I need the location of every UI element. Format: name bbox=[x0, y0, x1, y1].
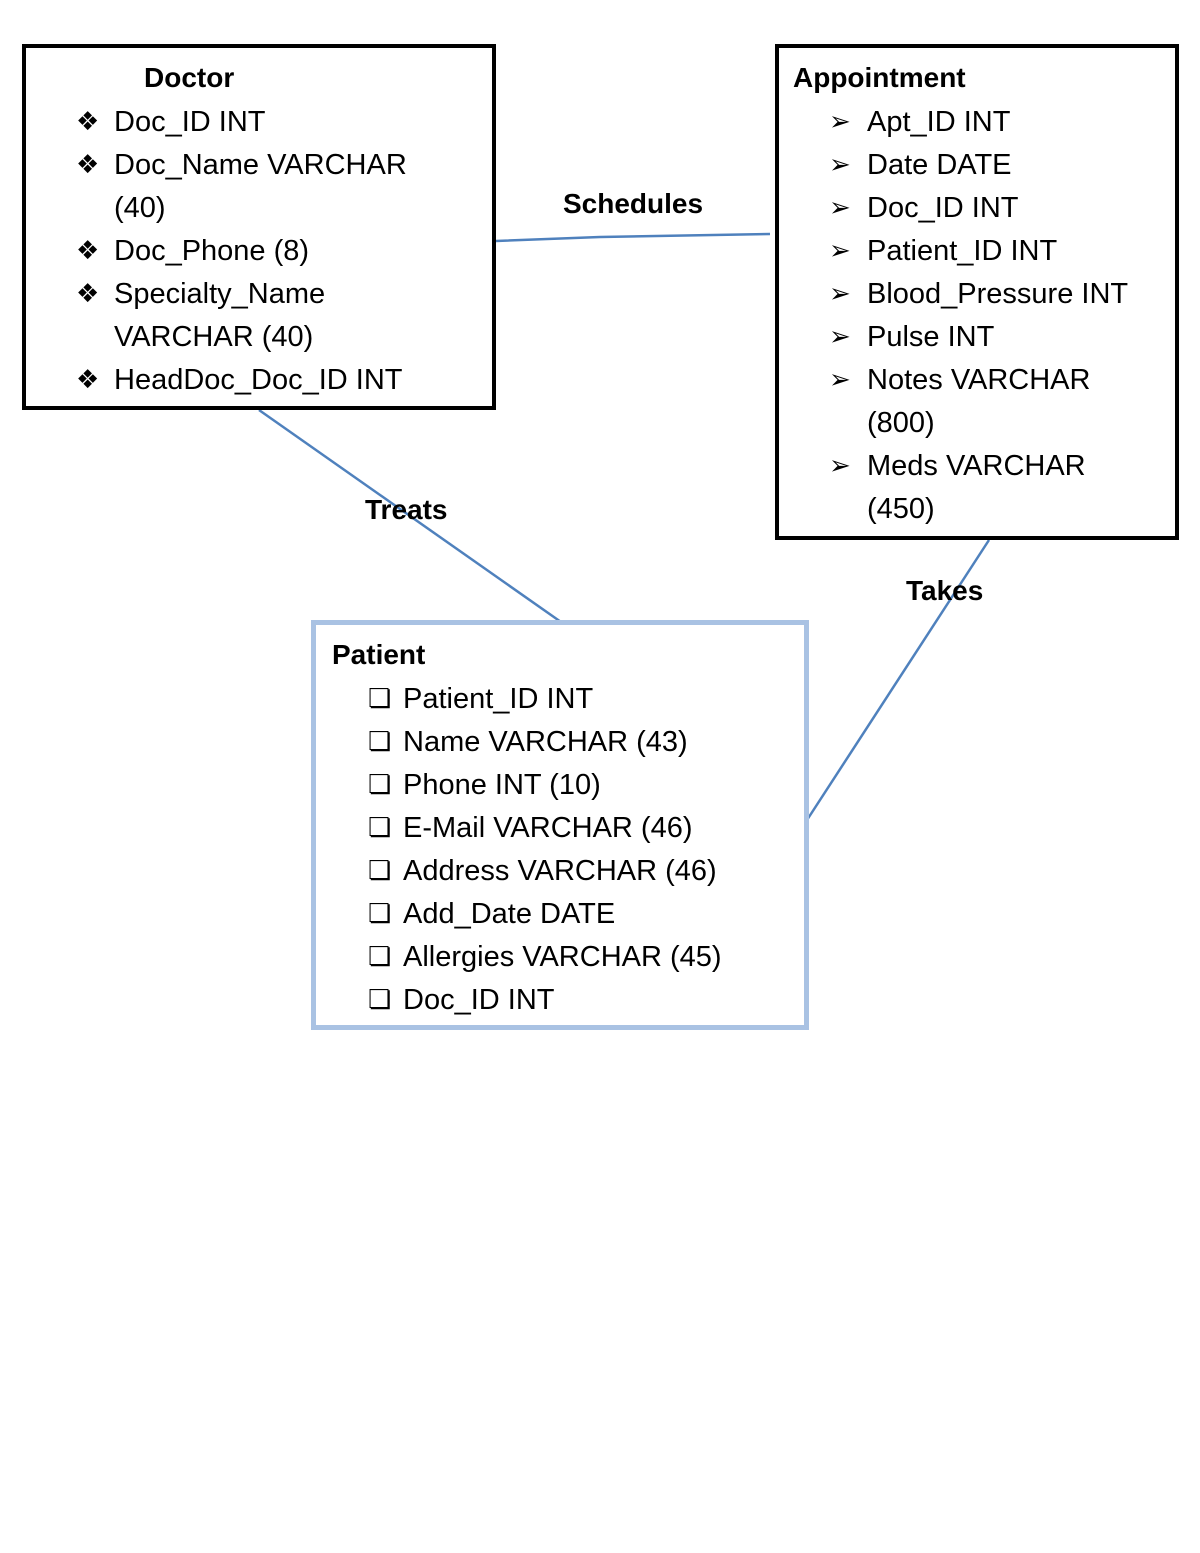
attribute-text: HeadDoc_Doc_ID INT bbox=[114, 364, 403, 396]
arrow-bullet-icon: ➢ bbox=[829, 451, 851, 481]
diamond-bullet-icon: ❖ bbox=[76, 150, 100, 180]
patient-attributes: ❏ Patient_ID INT ❏ Name VARCHAR (43) ❏ Phon… bbox=[368, 678, 722, 1022]
attribute-item: ➢ Doc_ID INT bbox=[829, 187, 1128, 230]
attribute-text: Patient_ID INT bbox=[867, 235, 1058, 267]
attribute-item: ➢ Apt_ID INT bbox=[829, 101, 1128, 144]
attribute-item: ❏ Patient_ID INT bbox=[368, 678, 722, 721]
attribute-item: ❏ E-Mail VARCHAR (46) bbox=[368, 807, 722, 850]
arrow-bullet-icon: ➢ bbox=[829, 150, 851, 180]
attribute-item: ➢ Date DATE bbox=[829, 144, 1128, 187]
attribute-text: Blood_Pressure INT bbox=[867, 278, 1129, 310]
checkbox-bullet-icon: ❏ bbox=[368, 856, 392, 886]
attribute-text: Patient_ID INT bbox=[403, 683, 594, 715]
attribute-item: ➢ Blood_Pressure INT bbox=[829, 273, 1128, 316]
diamond-bullet-icon: ❖ bbox=[76, 365, 100, 395]
arrow-bullet-icon: ➢ bbox=[829, 107, 851, 137]
schedules-label: Schedules bbox=[563, 188, 704, 219]
attribute-item: ❏ Name VARCHAR (43) bbox=[368, 721, 722, 764]
attribute-item: ❖ Doc_Phone (8) bbox=[76, 230, 407, 273]
attribute-text: Address VARCHAR (46) bbox=[403, 855, 717, 887]
appointment-entity: Appointment ➢ Apt_ID INT ➢ Date DATE ➢ Doc_… bbox=[775, 44, 1179, 540]
arrow-bullet-icon: ➢ bbox=[829, 322, 851, 352]
attribute-item: ➢ Notes VARCHAR (800) bbox=[829, 359, 1128, 445]
checkbox-bullet-icon: ❏ bbox=[368, 942, 392, 972]
doctor-attributes: ❖ Doc_ID INT ❖ Doc_Name VARCHAR (40) ❖ Doc_… bbox=[76, 101, 407, 402]
arrow-bullet-icon: ➢ bbox=[829, 193, 851, 223]
attribute-text: Phone INT (10) bbox=[403, 769, 601, 801]
patient-entity: Patient ❏ Patient_ID INT ❏ Name VARCHAR (4… bbox=[311, 620, 809, 1030]
attribute-item: ❏ Address VARCHAR (46) bbox=[368, 850, 722, 893]
attribute-text: Allergies VARCHAR (45) bbox=[403, 941, 722, 973]
appointment-attributes: ➢ Apt_ID INT ➢ Date DATE ➢ Doc_ID INT ➢ Pati… bbox=[829, 101, 1128, 531]
treats-label: Treats bbox=[365, 494, 448, 525]
attribute-item: ❏ Doc_ID INT bbox=[368, 979, 722, 1022]
diamond-bullet-icon: ❖ bbox=[76, 236, 100, 266]
takes-connector bbox=[805, 539, 991, 821]
attribute-text: Doc_ID INT bbox=[403, 984, 555, 1016]
attribute-text: Doc_ID INT bbox=[867, 192, 1019, 224]
attribute-text: Date DATE bbox=[867, 149, 1012, 181]
takes-label: Takes bbox=[906, 575, 984, 606]
attribute-item: ❏ Add_Date DATE bbox=[368, 893, 722, 936]
arrow-bullet-icon: ➢ bbox=[829, 236, 851, 266]
patient-title: Patient bbox=[332, 639, 426, 670]
attribute-item: ❖ Specialty_Name VARCHAR (40) bbox=[76, 273, 407, 359]
attribute-item: ❏ Allergies VARCHAR (45) bbox=[368, 936, 722, 979]
attribute-text: Meds VARCHAR (450) bbox=[867, 450, 1086, 525]
attribute-text: Apt_ID INT bbox=[867, 106, 1011, 138]
treats-connector bbox=[258, 408, 562, 624]
appointment-title: Appointment bbox=[793, 62, 966, 93]
arrow-bullet-icon: ➢ bbox=[829, 279, 851, 309]
schedules-connector bbox=[495, 232, 771, 243]
checkbox-bullet-icon: ❏ bbox=[368, 770, 392, 800]
attribute-text: E-Mail VARCHAR (46) bbox=[403, 812, 693, 844]
attribute-item: ➢ Meds VARCHAR (450) bbox=[829, 445, 1128, 531]
attribute-item: ❏ Phone INT (10) bbox=[368, 764, 722, 807]
attribute-text: Pulse INT bbox=[867, 321, 995, 353]
attribute-item: ➢ Patient_ID INT bbox=[829, 230, 1128, 273]
arrow-bullet-icon: ➢ bbox=[829, 365, 851, 395]
attribute-item: ❖ Doc_ID INT bbox=[76, 101, 407, 144]
attribute-text: Doc_ID INT bbox=[114, 106, 266, 138]
attribute-item: ❖ HeadDoc_Doc_ID INT bbox=[76, 359, 407, 402]
checkbox-bullet-icon: ❏ bbox=[368, 813, 392, 843]
attribute-text: Specialty_Name VARCHAR (40) bbox=[114, 278, 326, 353]
doctor-title: Doctor bbox=[144, 62, 235, 93]
attribute-text: Doc_Name VARCHAR (40) bbox=[114, 149, 407, 224]
attribute-text: Notes VARCHAR (800) bbox=[867, 364, 1091, 439]
attribute-text: Name VARCHAR (43) bbox=[403, 726, 688, 758]
diamond-bullet-icon: ❖ bbox=[76, 107, 100, 137]
checkbox-bullet-icon: ❏ bbox=[368, 985, 392, 1015]
diamond-bullet-icon: ❖ bbox=[76, 279, 100, 309]
doctor-entity: Doctor ❖ Doc_ID INT ❖ Doc_Name VARCHAR (40… bbox=[22, 44, 496, 410]
attribute-item: ➢ Pulse INT bbox=[829, 316, 1128, 359]
checkbox-bullet-icon: ❏ bbox=[368, 899, 392, 929]
attribute-item: ❖ Doc_Name VARCHAR (40) bbox=[76, 144, 407, 230]
checkbox-bullet-icon: ❏ bbox=[368, 684, 392, 714]
checkbox-bullet-icon: ❏ bbox=[368, 727, 392, 757]
attribute-text: Add_Date DATE bbox=[403, 898, 616, 930]
attribute-text: Doc_Phone (8) bbox=[114, 235, 310, 267]
